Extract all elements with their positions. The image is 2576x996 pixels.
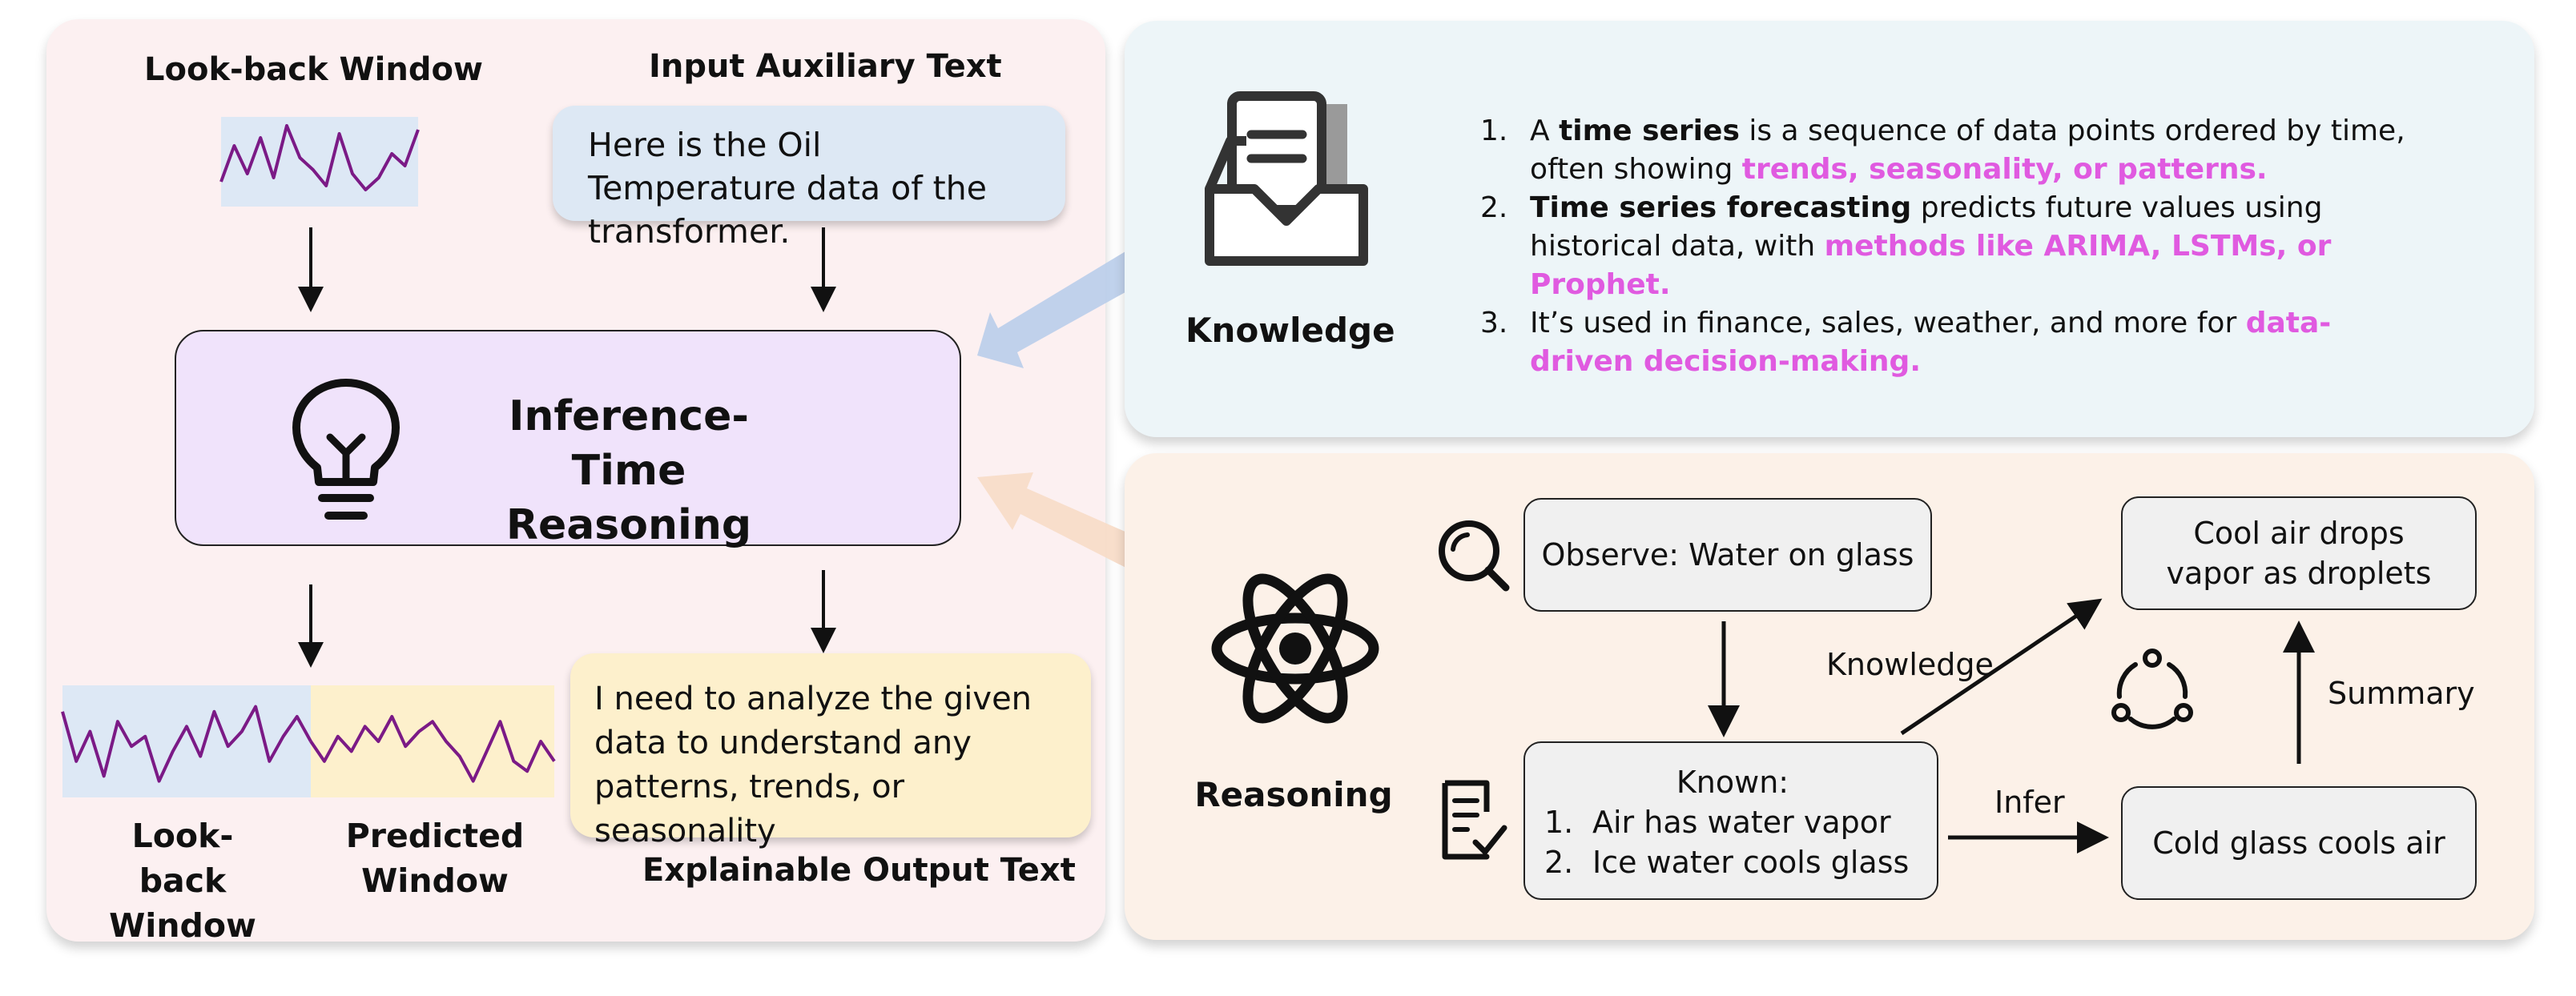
output-text-box: I need to analyze the given data to unde… <box>570 653 1091 849</box>
knowledge-item-text: A <box>1530 114 1560 147</box>
knowledge-list: 1. A time series is a sequence of data po… <box>1480 112 2425 381</box>
predicted-window-label: Predicted Window <box>345 817 525 900</box>
knowledge-item-text: methods like ARIMA, LSTMs, or Prophet. <box>1530 230 2332 301</box>
inbox-document-icon <box>1205 91 1368 266</box>
knowledge-item-number: 2. <box>1480 191 1508 224</box>
lookback-window-title: Look-back Window <box>144 51 483 88</box>
observe-box: Observe: Water on glass <box>1523 498 1932 612</box>
knowledge-item-text: Time series forecasting <box>1530 191 1912 224</box>
forecast-series-bottom <box>61 685 556 797</box>
known-list: 1. Air has water vapor 2. Ice water cools g… <box>1544 802 1921 882</box>
cycle-icon <box>2111 649 2193 729</box>
input-text-box: Here is the Oil Temperature data of the … <box>553 106 1065 251</box>
known-item-number: 1. <box>1544 805 1574 840</box>
known-title: Known: <box>1676 765 1789 800</box>
known-item: 2. Ice water cools glass <box>1544 842 1921 882</box>
knowledge-item-number: 3. <box>1480 307 1508 339</box>
arrow-known-to-cool-air <box>1900 598 2103 736</box>
known-item: 1. Air has water vapor <box>1544 802 1921 842</box>
explainable-output-title: Explainable Output Text <box>642 852 1076 889</box>
cool-air-box: Cool air drops vapor as droplets <box>2121 496 2477 610</box>
knowledge-item: 3. It’s used in finance, sales, weather, … <box>1480 304 2425 381</box>
knowledge-item: 1. A time series is a sequence of data po… <box>1480 112 2425 189</box>
lookback-series-line-bottom <box>61 705 312 783</box>
edge-infer-label: Infer <box>1994 785 2065 820</box>
known-box: Known: 1. Air has water vapor 2. Ice water … <box>1523 741 1938 900</box>
lookback-window-label: Look-back Window <box>109 817 256 945</box>
knowledge-item: 2. Time series forecasting predicts futur… <box>1480 189 2425 304</box>
lookback-series-small <box>219 117 420 207</box>
knowledge-item-text: trends, seasonality, or patterns. <box>1741 153 2268 186</box>
lookback-window-shade-bottom <box>62 685 311 797</box>
checklist-icon <box>1442 780 1507 860</box>
predicted-series-line <box>309 715 556 783</box>
knowledge-item-text: time series <box>1559 114 1740 147</box>
input-text: Here is the Oil Temperature data of the … <box>588 126 987 251</box>
known-item-text: Air has water vapor <box>1592 805 1891 840</box>
known-item-text: Ice water cools glass <box>1592 845 1910 880</box>
knowledge-item-text: data-driven decision-making. <box>1530 307 2332 378</box>
knowledge-item-number: 1. <box>1480 114 1508 147</box>
cold-glass-box: Cold glass cools air <box>2121 786 2477 900</box>
lightbulb-icon <box>292 379 400 520</box>
atom-icon <box>1211 573 1379 724</box>
knowledge-item-text: It’s used in finance, sales, weather, an… <box>1530 307 2246 339</box>
magnifier-icon <box>1439 520 1510 592</box>
output-text: I need to analyze the given data to unde… <box>594 681 1032 849</box>
inference-reasoning-box: Inference-Time Reasoning <box>175 330 961 549</box>
predicted-window-shade <box>311 685 554 797</box>
edge-summary-label: Summary <box>2328 676 2475 711</box>
knowledge-label: Knowledge <box>1185 311 1395 350</box>
reasoning-label: Reasoning <box>1194 775 1393 814</box>
input-auxiliary-text-title: Input Auxiliary Text <box>649 48 1002 85</box>
edge-knowledge-label: Knowledge <box>1826 647 1994 682</box>
knowledge-item-text: predicts future values using historical … <box>1530 191 2323 263</box>
lookback-window-shade <box>221 117 418 207</box>
inference-reasoning-label: Inference-Time Reasoning <box>505 392 752 549</box>
lookback-series-line <box>219 124 420 191</box>
knowledge-item-text: is a sequence of data points ordered by … <box>1530 114 2405 186</box>
known-item-number: 2. <box>1544 845 1574 880</box>
